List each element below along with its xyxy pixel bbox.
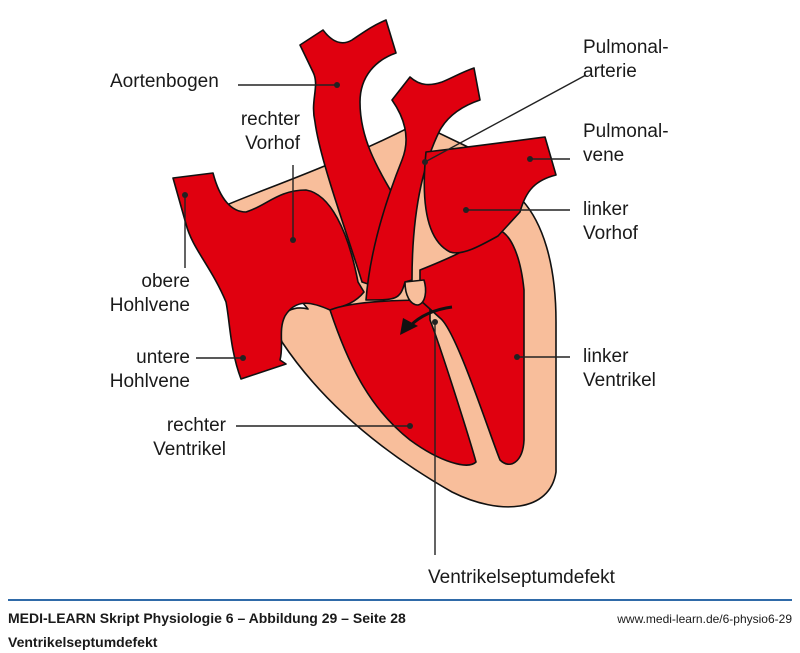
label-line: rechter [240,109,300,130]
label-line: vene [583,145,625,166]
label-line: Hohlvene [109,371,190,392]
right-ventricle [329,299,477,466]
label-line: linker [583,346,629,367]
left-atrium-pulmonary-vein [423,136,557,254]
label-dots [182,82,533,429]
label-line: Pulmonal- [583,121,669,142]
heart-diagram [172,19,587,555]
label-line: obere [141,271,190,292]
label-pulmonalvene: Pulmonal-vene [583,120,669,168]
label-line: rechter [166,415,226,436]
label-line: Pulmonal- [583,37,669,58]
label-line: Hohlvene [109,295,190,316]
footer-title: MEDI-LEARN Skript Physiologie 6 – Abbild… [8,610,406,626]
septum-defect-flap [404,279,427,306]
label-line: Ventrikel [153,439,226,460]
label-line: untere [136,347,190,368]
label-aortenbogen: Aortenbogen [110,71,219,92]
footer-divider [8,599,792,601]
label-line: Ventrikel [583,370,656,391]
label-pulmonalarterie: Pulmonal-arterie [583,36,669,84]
footer-subtitle: Ventrikelseptumdefekt [8,634,158,650]
label-ventrikelseptumdefekt: Ventrikelseptumdefekt [428,567,615,588]
pulmonary-artery [365,67,481,301]
leader-lines [184,74,587,555]
footer-url: www.medi-learn.de/6-physio6-29 [617,612,792,626]
label-line: Vorhof [583,223,638,244]
label-line: arterie [583,61,637,82]
arrow-head-icon [400,318,418,335]
label-line: Vorhof [245,133,300,154]
label-line: linker [583,199,629,220]
aorta [299,19,403,293]
